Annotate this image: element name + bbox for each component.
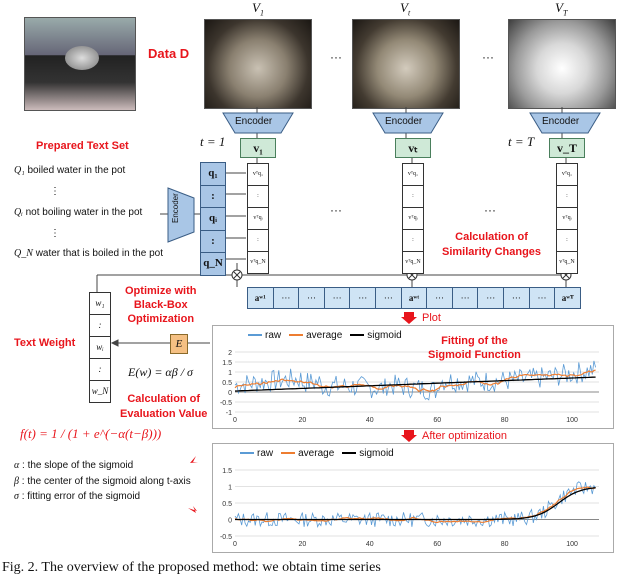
t-label-1: t = 1 <box>200 134 226 149</box>
legend-average: average <box>289 330 342 341</box>
w-vector-column: w₁:wᵢ:w_N <box>89 292 111 403</box>
encoder-label-1: Encoder <box>235 116 273 127</box>
legend-sigmoid: sigmoid <box>350 330 402 341</box>
series-average-line <box>234 369 596 392</box>
x-tick-label: 60 <box>433 417 441 424</box>
legend-sigmoid: sigmoid <box>342 448 394 459</box>
x-tick-label: 80 <box>501 417 509 424</box>
ellipsis-3: ··· <box>330 203 342 217</box>
q-cell: q_N <box>203 257 223 269</box>
chart2-legend: raw average sigmoid <box>240 448 394 459</box>
y-tick-label: 0.5 <box>222 380 232 387</box>
text-weight-label: Text Weight <box>14 337 76 349</box>
y-tick-label: -1 <box>226 410 232 417</box>
figure-caption: Fig. 2. The overview of the proposed met… <box>2 560 381 575</box>
q-vector-column: q₁ : qᵢ : q_N <box>200 162 226 276</box>
y-tick-label: -0.5 <box>220 400 232 407</box>
vector-vT: v_T <box>549 138 585 158</box>
plot-label: Plot <box>422 312 441 324</box>
q-cell: : <box>201 186 225 208</box>
encoder-label-T: Encoder <box>542 116 580 127</box>
y-tick-label: 1 <box>228 370 232 377</box>
param-sigma: σ : fitting error of the sigmoid <box>14 491 141 502</box>
y-tick-label: 1.5 <box>222 360 232 367</box>
series-sigmoid-line <box>234 376 596 392</box>
legend-average: average <box>281 448 334 459</box>
q-cell: q₁ <box>201 163 225 186</box>
q-cell: qᵢ <box>201 208 225 231</box>
legend-raw: raw <box>248 330 281 341</box>
frame-v1-label: V1 <box>252 0 264 18</box>
x-tick-label: 0 <box>233 417 237 424</box>
a-weight-row: aʷ¹···············aʷᵗ···············aʷᵀ <box>247 287 581 309</box>
x-tick-label: 60 <box>433 541 441 548</box>
ellipsis-1: ··· <box>330 50 342 64</box>
x-tick-label: 40 <box>366 417 374 424</box>
t-label-T: t = T <box>508 134 535 149</box>
x-tick-label: 20 <box>299 541 307 548</box>
frame-v1-photo <box>204 19 312 109</box>
after-opt-label: After optimization <box>422 430 507 442</box>
calc-eval-label: Calculation of Evaluation Value <box>120 393 208 420</box>
ellipsis-4: ··· <box>484 203 496 217</box>
x-tick-label: 100 <box>566 541 578 548</box>
frame-vt-label: Vt <box>400 0 411 18</box>
param-alpha: α : the slope of the sigmoid <box>14 460 134 471</box>
similarity-column-1: vᵀq₁:vᵀqᵢ:vᵀq_N <box>247 163 269 274</box>
param-beta: β : the center of the sigmoid along t-ax… <box>14 476 191 487</box>
y-tick-label: 0.5 <box>222 501 232 508</box>
y-tick-label: 2 <box>228 350 232 357</box>
similarity-column-T: vᵀq₁:vᵀqᵢ:vᵀq_N <box>556 163 578 274</box>
legend-raw: raw <box>240 448 273 459</box>
data-photo <box>24 17 136 111</box>
sigmoid-formula: f(t) = 1 / (1 + e^(−α(t−β))) <box>20 426 162 441</box>
q-cell: : <box>201 231 225 253</box>
y-tick-label: -0.5 <box>220 534 232 541</box>
calc-similarity-label: Calculation of Similarity Changes <box>442 231 542 258</box>
y-tick-label: 0 <box>228 518 232 525</box>
y-tick-label: 1 <box>228 485 232 492</box>
similarity-column-t: vᵀq₁:vᵀqᵢ:vᵀq_N <box>402 163 424 274</box>
vector-vt: vₜ <box>395 138 431 158</box>
text-encoder-label: Encoder <box>171 193 180 223</box>
x-tick-label: 80 <box>501 541 509 548</box>
data-label: Data D <box>148 46 190 61</box>
fitting-label: Fitting of the Sigmoid Function <box>428 335 521 361</box>
encoder-label-t: Encoder <box>385 116 423 127</box>
evaluation-box: E <box>170 334 188 354</box>
series-sigmoid-line <box>235 487 596 521</box>
x-tick-label: 0 <box>233 541 237 548</box>
vector-v1: v₁ <box>240 138 276 158</box>
vertical-dots-2: ⋮ <box>50 228 60 239</box>
energy-formula: E(w) = αβ / σ <box>128 365 193 379</box>
y-tick-label: 1.5 <box>222 468 232 475</box>
x-tick-label: 40 <box>366 541 374 548</box>
text-item-1: Q₁ boiled water in the pot <box>14 165 126 176</box>
chart1-legend: raw average sigmoid <box>248 330 402 341</box>
prepared-text-set-title: Prepared Text Set <box>36 140 129 152</box>
text-item-i: Qᵢ not boiling water in the pot <box>14 207 143 218</box>
ellipsis-2: ··· <box>482 50 494 64</box>
frame-vt-photo <box>352 19 460 109</box>
x-tick-label: 100 <box>566 417 578 424</box>
text-item-N: Q_N water that is boiled in the pot <box>14 248 163 259</box>
frame-vT-label: VT <box>555 0 568 18</box>
y-tick-label: 0 <box>228 390 232 397</box>
optimize-label: Optimize with Black-Box Optimization <box>125 285 197 325</box>
x-tick-label: 20 <box>299 417 307 424</box>
vertical-dots-1: ⋮ <box>50 186 60 197</box>
